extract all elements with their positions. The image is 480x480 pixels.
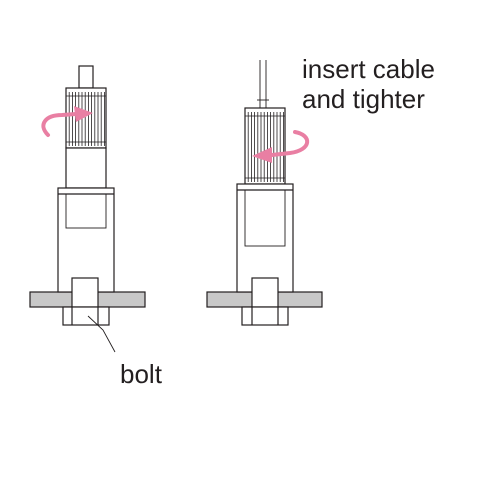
left-neck	[65, 147, 107, 189]
right-inner-sleeve	[244, 189, 286, 247]
left-body	[57, 187, 115, 293]
right-body	[236, 183, 294, 293]
right-rotation-arrow-icon	[252, 130, 310, 163]
right-assembly	[206, 60, 323, 326]
left-assembly	[29, 65, 146, 353]
left-bolt	[62, 306, 110, 326]
left-rotation-arrow-icon	[41, 106, 93, 137]
instruction-label-line2: and tighter	[302, 84, 425, 114]
bolt-label: bolt	[120, 359, 163, 389]
right-plate-thread	[251, 277, 279, 308]
right-cable	[257, 60, 269, 108]
bolt-leader-line	[87, 315, 116, 353]
left-knurled-cap	[65, 87, 107, 149]
left-top-spindle	[78, 65, 94, 89]
left-plate-thread	[71, 277, 99, 308]
instruction-label-line1: insert cable	[302, 54, 435, 84]
right-bolt	[241, 306, 289, 326]
right-knurled-cap	[244, 107, 286, 185]
left-inner-sleeve	[65, 193, 107, 229]
